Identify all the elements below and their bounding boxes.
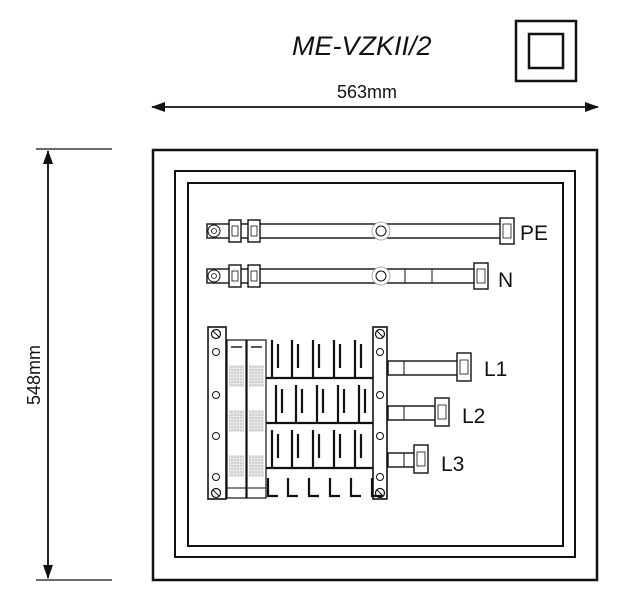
comb-tooth (270, 340, 280, 378)
comb-tooth (357, 385, 367, 423)
model-title: ME-VZKII/2 (292, 31, 432, 61)
l2-busbar (387, 397, 450, 427)
comb-terminal (370, 478, 382, 498)
comb-terminal (307, 478, 319, 498)
double-insulation-icon (514, 19, 578, 83)
comb-terminal (266, 478, 278, 498)
n-busbar (206, 262, 489, 290)
comb-tooth (274, 385, 284, 423)
comb-tooth (290, 340, 300, 378)
comb-terminal (328, 478, 340, 498)
enclosure-outer-frame (151, 148, 599, 582)
comb-tooth (353, 430, 363, 468)
l1-label: L1 (484, 358, 507, 381)
comb-tooth (311, 430, 321, 468)
n-label: N (498, 269, 513, 292)
enclosure-inner-frame (187, 182, 564, 547)
comb-tooth (294, 385, 304, 423)
comb-tooth (315, 385, 325, 423)
comb-tooth (332, 340, 342, 378)
l3-label: L3 (441, 453, 464, 476)
height-dimension-line (36, 148, 112, 581)
comb-tooth (311, 340, 321, 378)
pe-label: PE (520, 222, 548, 245)
comb-tooth (353, 340, 363, 378)
l3-busbar (387, 444, 429, 474)
pe-busbar (206, 217, 515, 245)
comb-busbar-block (207, 326, 388, 500)
comb-tooth (332, 430, 342, 468)
height-dimension-label: 548mm (24, 345, 44, 405)
comb-terminal (349, 478, 361, 498)
l1-busbar (387, 352, 472, 382)
comb-tooth (290, 430, 300, 468)
comb-tooth (270, 430, 280, 468)
comb-terminal (286, 478, 298, 498)
l2-label: L2 (462, 405, 485, 428)
comb-tooth (336, 385, 346, 423)
width-dimension-label: 563mm (337, 82, 397, 102)
enclosure-middle-frame (174, 170, 576, 558)
